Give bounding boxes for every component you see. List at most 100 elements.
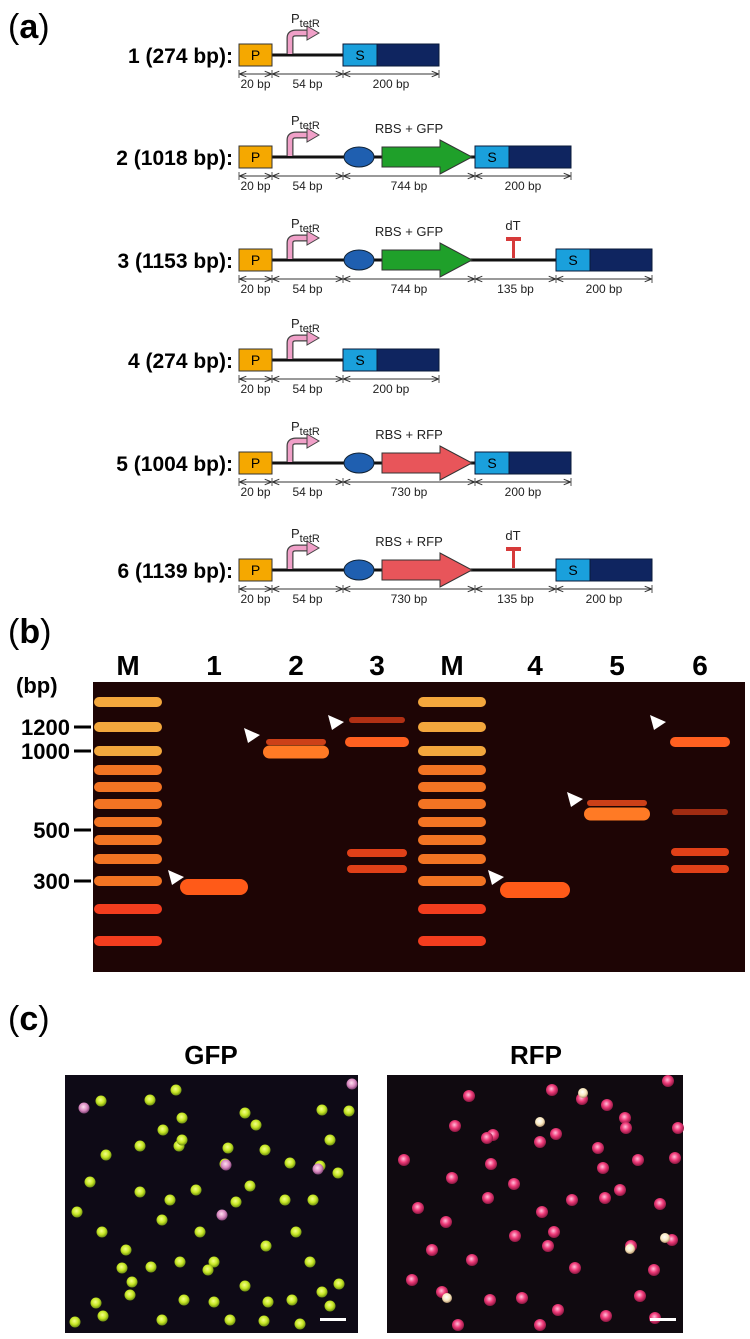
dimension-label: 20 bp: [240, 382, 270, 396]
dimension-label: 20 bp: [240, 592, 270, 606]
primer-p-label: P: [251, 252, 260, 268]
construct-label: 4 (274 bp):: [128, 350, 233, 373]
ladder-band: [94, 782, 162, 792]
gfp-bead: [96, 1226, 108, 1238]
dimension-label: 135 bp: [497, 282, 534, 296]
micrograph-beads: [69, 1075, 684, 1331]
gfp-bead: [250, 1119, 262, 1131]
band-lane-3: [345, 737, 409, 747]
dimension-label: 200 bp: [373, 77, 410, 91]
terminator-label: dT: [505, 528, 520, 543]
rbs-ellipse: [343, 559, 375, 581]
gene-label: RBS + GFP: [375, 121, 443, 136]
gene-label: RBS + GFP: [375, 224, 443, 239]
dimension-label: 135 bp: [497, 592, 534, 606]
ptetr-promoter-arrow-fill: [287, 132, 309, 156]
rfp-bead: [672, 1122, 684, 1134]
rfp-bead: [534, 1319, 546, 1331]
gfp-bead: [156, 1214, 168, 1226]
rfp-bead: [452, 1319, 464, 1331]
y-tick-label-300: 300: [33, 869, 70, 894]
dimension-label: 54 bp: [292, 282, 322, 296]
dimension-label: 20 bp: [240, 179, 270, 193]
gfp-bead: [279, 1194, 291, 1206]
gfp-bead-pink: [312, 1163, 324, 1175]
ladder-band: [418, 817, 486, 827]
gfp-bead: [157, 1124, 169, 1136]
rfp-bead: [508, 1178, 520, 1190]
ladder-band: [94, 697, 162, 707]
gfp-title: GFP: [184, 1040, 237, 1070]
ladder-band: [418, 876, 486, 886]
gfp-bead-pink: [220, 1159, 232, 1171]
band-lane-6-low-b: [671, 865, 729, 873]
gfp-bead: [145, 1261, 157, 1273]
gfp-bead: [332, 1167, 344, 1179]
panel-a-label: (a): [8, 8, 50, 46]
rfp-bead: [669, 1152, 681, 1164]
primer-p-label: P: [251, 455, 260, 471]
gene-label: RBS + RFP: [375, 427, 443, 442]
rfp-bead-bright: [625, 1244, 635, 1254]
ladder-band: [418, 765, 486, 775]
dimension-label: 54 bp: [292, 592, 322, 606]
gfp-bead: [259, 1144, 271, 1156]
ladder-band: [94, 835, 162, 845]
panel-c-label: (c): [8, 1000, 50, 1038]
primer-p-box: [238, 451, 273, 475]
rfp-scale-bar: [650, 1318, 676, 1321]
dimension-label: 200 bp: [505, 485, 542, 499]
lane-label-2: 2: [288, 650, 304, 681]
band-lane-5-upper: [587, 800, 647, 806]
primer-s-label: S: [568, 252, 577, 268]
band-lane-6-faint: [672, 809, 728, 815]
rfp-bead: [662, 1075, 674, 1087]
ptetr-arrowhead: [306, 25, 320, 41]
gfp-bead: [286, 1294, 298, 1306]
gfp-bead: [100, 1149, 112, 1161]
construct-label: 6 (1139 bp):: [117, 560, 233, 583]
gfp-bead: [134, 1186, 146, 1198]
band-lane-3-faint: [349, 717, 405, 723]
gfp-bead: [202, 1264, 214, 1276]
ptetr-promoter-arrow-fill: [287, 30, 309, 54]
construct-label: 1 (274 bp):: [128, 45, 233, 68]
ladder-band: [418, 697, 486, 707]
gfp-bead: [224, 1314, 236, 1326]
rfp-bead: [398, 1154, 410, 1166]
lane-label-4: 4: [527, 650, 543, 681]
gfp-bead: [258, 1315, 270, 1327]
gfp-bead-pink: [216, 1209, 228, 1221]
rfp-micrograph: [387, 1075, 683, 1333]
rfp-bead: [619, 1112, 631, 1124]
ladder-band: [418, 782, 486, 792]
gfp-bead: [208, 1256, 220, 1268]
rfp-bead: [600, 1310, 612, 1322]
gfp-bead: [190, 1184, 202, 1196]
gfp-bead: [176, 1134, 188, 1146]
rfp-title: RFP: [510, 1040, 562, 1070]
dimension-label: 744 bp: [391, 179, 428, 193]
gfp-micrograph: [65, 1075, 358, 1333]
lane-label-6: 6: [692, 650, 708, 681]
gfp-bead: [126, 1276, 138, 1288]
ptetr-label: PtetR: [291, 11, 320, 30]
ladder-band: [418, 835, 486, 845]
primer-s-extension: [589, 558, 653, 582]
band-arrowhead: [650, 715, 666, 730]
band-lane-5: [584, 807, 650, 821]
terminator-stem: [512, 550, 515, 568]
rfp-bead: [466, 1254, 478, 1266]
band-arrowhead: [328, 715, 344, 730]
gfp-bead: [324, 1300, 336, 1312]
band-arrowhead: [567, 792, 583, 807]
gfp-bead: [222, 1142, 234, 1154]
ptetr-promoter-arrow-fill: [287, 335, 309, 359]
ptetr-promoter-arrow-fill: [287, 235, 309, 259]
